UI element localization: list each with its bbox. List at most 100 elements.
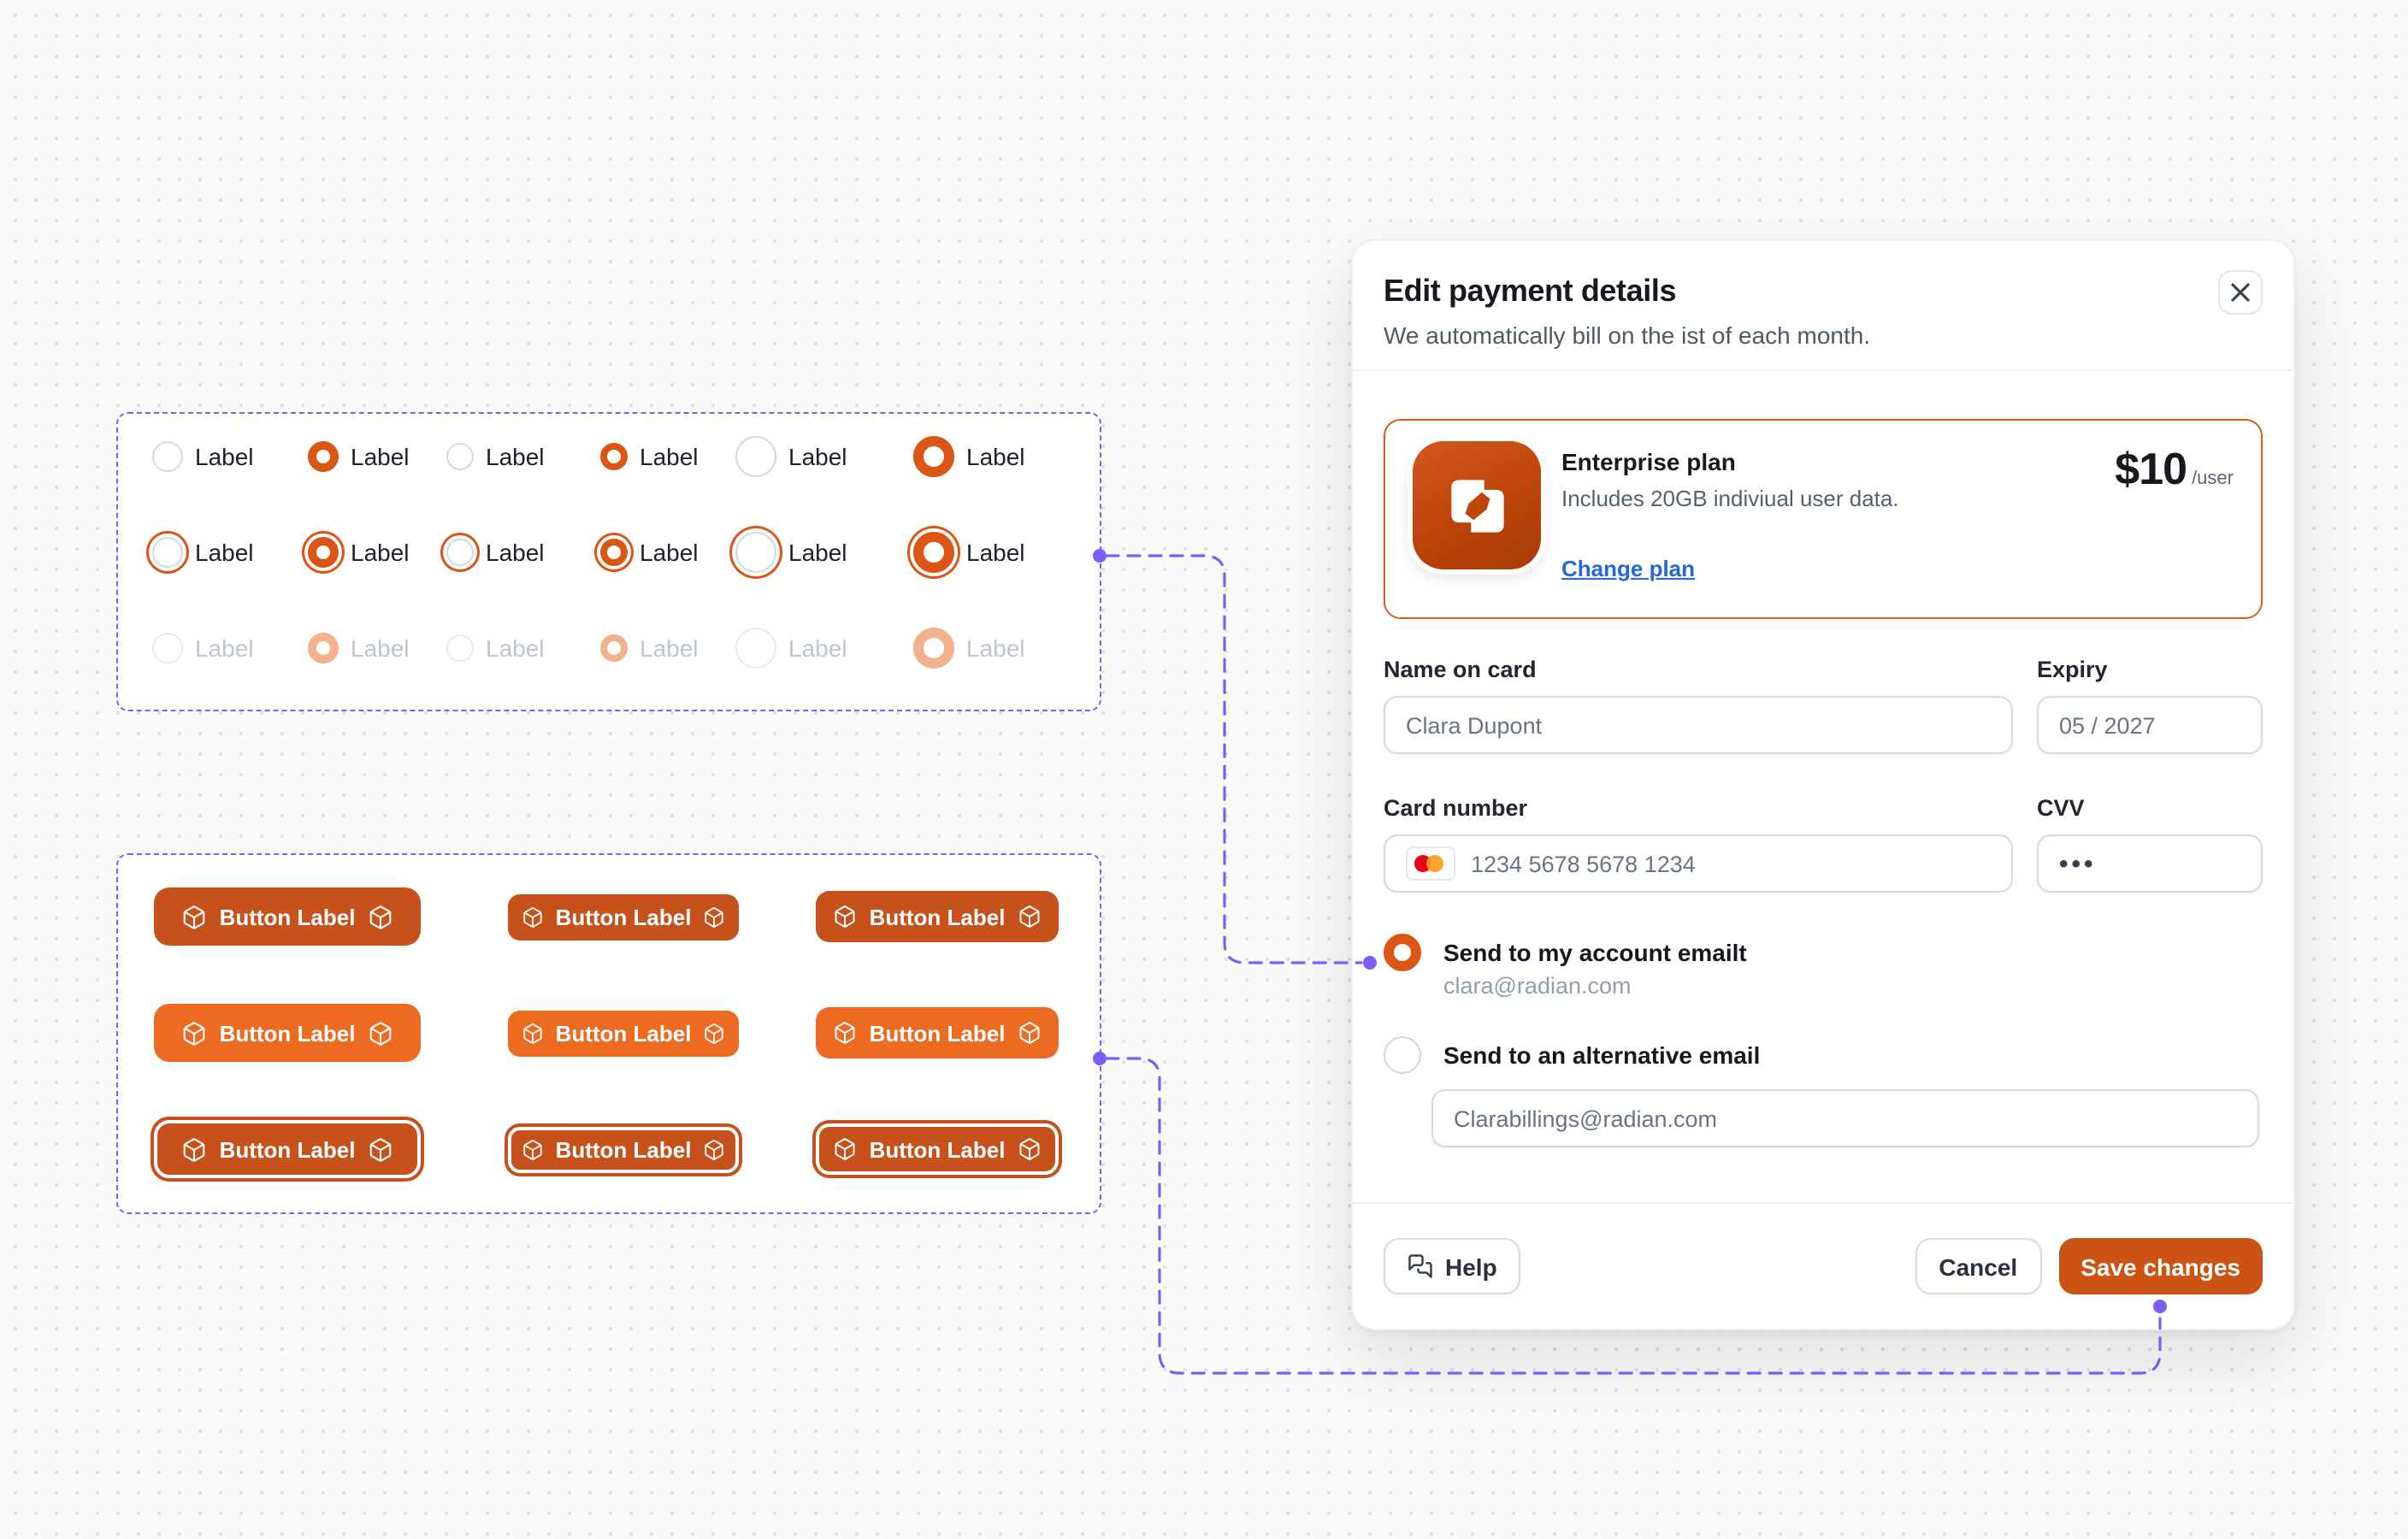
radio-control[interactable]	[913, 532, 954, 573]
change-plan-link[interactable]: Change plan	[1561, 556, 1696, 581]
box-icon	[522, 906, 542, 927]
radio-label: Label	[788, 443, 847, 470]
radio-control[interactable]	[446, 539, 474, 566]
radio-sample-sm-selected-disabled: Label	[600, 634, 699, 662]
expiry-value: 05 / 2027	[2059, 712, 2156, 738]
radio-label: Label	[788, 539, 847, 566]
radio-control[interactable]	[308, 537, 339, 568]
option-account-email-address: clara@radian.com	[1443, 973, 1632, 999]
radio-control	[308, 633, 339, 663]
option-alternative-email-label: Send to an alternative email	[1443, 1041, 1761, 1069]
radio-control[interactable]	[913, 436, 954, 477]
radio-sample-sm-unselected-focus[interactable]: Label	[446, 539, 545, 566]
card-number-label: Card number	[1384, 795, 1528, 821]
box-icon	[522, 1139, 542, 1159]
radio-account-email[interactable]	[1384, 934, 1421, 971]
option-account-email[interactable]: Send to my account emailt clara@radian.c…	[1384, 934, 2263, 999]
radio-label: Label	[351, 634, 410, 662]
radio-sample-lg-unselected-default[interactable]: Label	[735, 436, 847, 477]
option-alternative-email[interactable]: Send to an alternative email	[1384, 1036, 2263, 1074]
radio-alternative-email[interactable]	[1384, 1036, 1421, 1074]
radio-label: Label	[640, 539, 699, 566]
radio-sample-lg-selected-default[interactable]: Label	[913, 436, 1025, 477]
button-sample-sm-focus[interactable]: Button Label	[508, 1126, 739, 1172]
radio-sample-md-selected-disabled: Label	[308, 633, 410, 663]
box-icon	[705, 906, 724, 927]
expiry-input[interactable]: 05 / 2027	[2037, 696, 2263, 754]
save-changes-label: Save changes	[2080, 1253, 2240, 1280]
radio-control	[913, 628, 954, 669]
button-sample-label: Button Label	[219, 904, 356, 929]
price-amount: $10	[2115, 443, 2187, 494]
radio-control[interactable]	[152, 537, 183, 568]
button-sample-lg-focus[interactable]: Button Label	[154, 1120, 421, 1178]
radio-label: Label	[966, 539, 1025, 566]
name-on-card-input[interactable]: Clara Dupont	[1384, 696, 2013, 754]
radio-sample-sm-unselected-disabled: Label	[446, 634, 545, 662]
option-account-email-label: Send to my account emailt	[1443, 939, 1747, 966]
edit-payment-modal: Edit payment details We automatically bi…	[1351, 239, 2295, 1330]
button-sample-label: Button Label	[869, 1136, 1006, 1162]
modal-header: Edit payment details We automatically bi…	[1353, 241, 2293, 371]
button-sample-sm-default[interactable]: Button Label	[508, 893, 739, 940]
radio-label: Label	[788, 634, 847, 662]
alternative-email-value: Clarabillings@radian.com	[1454, 1106, 1718, 1131]
box-icon	[705, 1139, 724, 1159]
button-sample-md-default[interactable]: Button Label	[816, 891, 1059, 942]
plan-price: $10 /user	[2115, 443, 2234, 496]
modal-title: Edit payment details	[1384, 274, 1677, 308]
radio-control	[446, 634, 474, 662]
plan-description: Includes 20GB indiviual user data.	[1561, 486, 1899, 511]
radio-sample-lg-selected-disabled: Label	[913, 628, 1025, 669]
radio-control[interactable]	[735, 532, 776, 573]
radio-label: Label	[966, 634, 1025, 662]
button-sample-label: Button Label	[869, 1020, 1006, 1046]
radio-sample-md-unselected-focus[interactable]: Label	[152, 537, 254, 568]
help-label: Help	[1445, 1253, 1497, 1280]
radio-label: Label	[195, 634, 254, 662]
radio-label: Label	[640, 634, 699, 662]
radio-control[interactable]	[308, 441, 339, 472]
radio-sample-sm-unselected-default[interactable]: Label	[446, 443, 545, 470]
cancel-button[interactable]: Cancel	[1915, 1238, 2042, 1294]
button-sample-label: Button Label	[555, 1136, 692, 1162]
radio-sample-md-unselected-default[interactable]: Label	[152, 441, 254, 472]
close-button[interactable]	[2218, 270, 2263, 315]
connector-radio-to-modal	[1105, 554, 1363, 964]
radio-sample-sm-selected-focus[interactable]: Label	[600, 539, 699, 566]
button-sample-lg-default[interactable]: Button Label	[154, 887, 421, 946]
save-changes-button[interactable]: Save changes	[2058, 1238, 2263, 1294]
alternative-email-input[interactable]: Clarabillings@radian.com	[1431, 1089, 2259, 1147]
card-number-value: 1234 5678 5678 1234	[1471, 851, 1696, 876]
radio-label: Label	[195, 443, 254, 470]
cvv-input[interactable]: •••	[2037, 834, 2263, 893]
card-number-input[interactable]: 1234 5678 5678 1234	[1384, 834, 2013, 893]
button-sample-sm-hover[interactable]: Button Label	[508, 1010, 739, 1056]
button-sample-md-hover[interactable]: Button Label	[816, 1007, 1059, 1058]
radio-label: Label	[351, 443, 410, 470]
radio-control[interactable]	[446, 443, 474, 470]
plan-card: Enterprise plan Includes 20GB indiviual …	[1384, 419, 2263, 619]
radio-sample-md-selected-focus[interactable]: Label	[308, 537, 410, 568]
radio-sample-md-selected-default[interactable]: Label	[308, 441, 410, 472]
button-sample-lg-hover[interactable]: Button Label	[154, 1004, 421, 1062]
radio-control[interactable]	[600, 539, 628, 566]
radio-sample-lg-unselected-disabled: Label	[735, 628, 847, 669]
radio-sample-sm-selected-default[interactable]: Label	[600, 443, 699, 470]
radio-sample-lg-unselected-focus[interactable]: Label	[735, 532, 847, 573]
expiry-label: Expiry	[2037, 657, 2108, 682]
box-icon	[369, 905, 391, 929]
radio-control[interactable]	[735, 436, 776, 477]
button-sample-label: Button Label	[555, 1020, 692, 1046]
button-sample-md-focus[interactable]: Button Label	[816, 1123, 1059, 1175]
box-icon	[522, 1023, 542, 1043]
radio-control[interactable]	[152, 441, 183, 472]
close-icon	[2231, 283, 2250, 302]
radio-control[interactable]	[600, 443, 628, 470]
cvv-value: •••	[2059, 849, 2097, 878]
radio-sample-lg-selected-focus[interactable]: Label	[913, 532, 1025, 573]
help-button[interactable]: Help	[1384, 1238, 1521, 1294]
